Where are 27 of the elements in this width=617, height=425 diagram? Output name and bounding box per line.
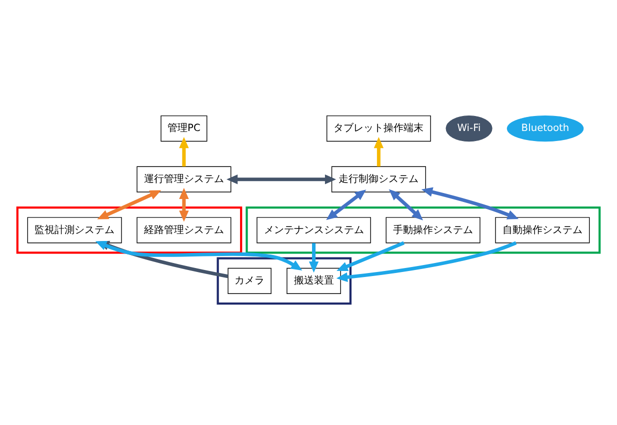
- cluster: [216, 257, 352, 305]
- arrow: [374, 137, 384, 167]
- node-box: 監視計測システム: [27, 217, 122, 244]
- node-box: 経路管理システム: [136, 217, 232, 244]
- node-box: 手動操作システム: [386, 217, 480, 244]
- node-box: カメラ: [228, 268, 272, 294]
- arrow: [308, 243, 319, 273]
- cluster: [246, 206, 601, 254]
- node-ellipse: Bluetooth: [506, 115, 584, 142]
- node-box: 搬送装置: [286, 268, 341, 294]
- arrow: [388, 189, 424, 220]
- node-box: 自動操作システム: [495, 217, 590, 244]
- arrow: [336, 241, 405, 272]
- node-box: 運行管理システム: [136, 166, 232, 192]
- arrow: [326, 190, 366, 220]
- node-box: 走行制御システム: [331, 166, 426, 192]
- node-box: 管理PC: [160, 115, 208, 142]
- arrow: [336, 241, 517, 282]
- node-ellipse: Wi-Fi: [446, 115, 492, 142]
- node-box: メンテナンスシステム: [256, 217, 371, 244]
- node-box: タブレット操作端末: [326, 115, 431, 142]
- arrow: [179, 137, 189, 167]
- arrow: [421, 187, 519, 220]
- arrow: [97, 190, 162, 220]
- arrow: [179, 188, 189, 222]
- cluster: [16, 206, 242, 254]
- arrow: [226, 174, 336, 184]
